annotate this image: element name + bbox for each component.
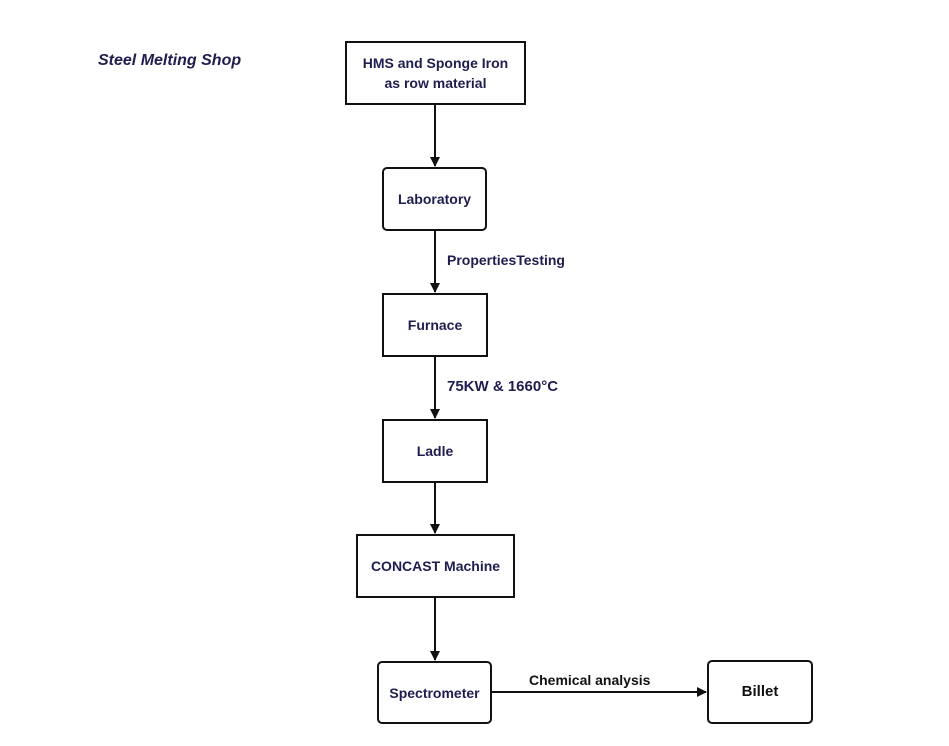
node-spectrometer-label: Spectrometer bbox=[389, 684, 480, 701]
edge-label-chemical-analysis: Chemical analysis bbox=[529, 672, 651, 688]
node-raw-material-label: HMS and Sponge Iron as row material bbox=[362, 55, 509, 91]
node-laboratory-label: Laboratory bbox=[397, 191, 472, 207]
node-furnace-label: Furnace bbox=[407, 317, 463, 333]
node-ladle: Ladle bbox=[382, 419, 488, 483]
edge-label-power-temperature: 75KW & 1660°C bbox=[447, 378, 559, 395]
edge-label-properties-testing: PropertiesTesting bbox=[447, 252, 565, 268]
node-laboratory: Laboratory bbox=[382, 167, 487, 231]
node-billet-label: Billet bbox=[741, 683, 779, 700]
node-furnace: Furnace bbox=[382, 293, 488, 357]
node-billet: Billet bbox=[707, 660, 813, 724]
diagram-title: Steel Melting Shop bbox=[98, 52, 242, 69]
node-concast-machine: CONCAST Machine bbox=[356, 534, 515, 598]
node-raw-material: HMS and Sponge Iron as row material bbox=[345, 41, 526, 105]
node-spectrometer: Spectrometer bbox=[377, 661, 492, 724]
node-ladle-label: Ladle bbox=[416, 443, 454, 459]
node-concast-machine-label: CONCAST Machine bbox=[370, 558, 501, 574]
